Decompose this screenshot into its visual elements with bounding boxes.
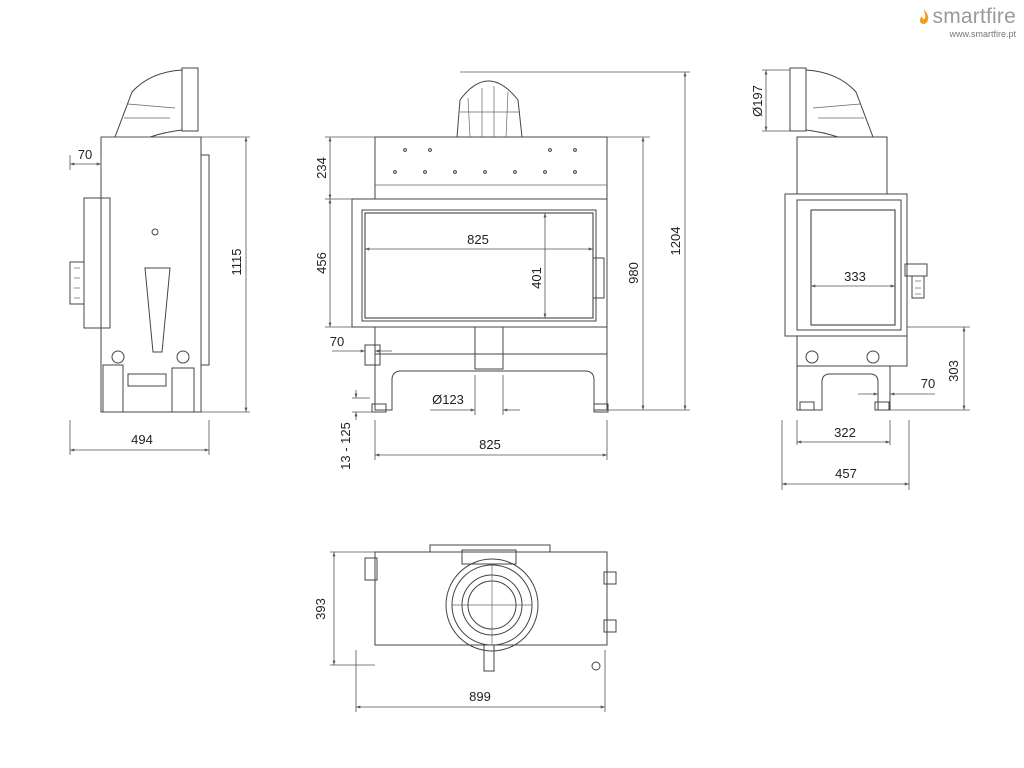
dim-front-leg-adjust: 13 - 125 [338, 422, 353, 470]
side-view-right: Ø197 333 303 70 322 457 [750, 67, 970, 490]
dim-right-flue: Ø197 [750, 85, 765, 117]
dim-top-width: 899 [469, 689, 491, 704]
dim-front-total-height: 1204 [668, 227, 683, 256]
dim-front-glass-height: 401 [529, 267, 544, 289]
side-view-left: 494 1115 70 [69, 67, 250, 455]
brand-logo: smartfire www.smartfire.pt [918, 6, 1016, 39]
flame-icon [919, 9, 928, 24]
dim-right-lower-height: 303 [946, 360, 961, 382]
dim-front-top-section: 234 [314, 157, 329, 179]
brand-name: smartfire [932, 5, 1016, 28]
dim-top-depth: 393 [313, 598, 328, 620]
dim-front-offset: 70 [330, 334, 344, 349]
dim-left-height: 1115 [229, 249, 244, 276]
dim-right-glass-width: 333 [844, 269, 866, 284]
front-view: 234 456 825 401 980 1204 70 Ø123 13 - 12… [314, 71, 690, 470]
dim-front-base-width: 825 [479, 437, 501, 452]
dim-front-air-inlet: Ø123 [432, 392, 464, 407]
dim-front-glass-width: 825 [467, 232, 489, 247]
dim-left-depth: 494 [131, 432, 153, 447]
dim-right-base-depth: 322 [834, 425, 856, 440]
dim-right-offset: 70 [921, 376, 935, 391]
dim-front-door-height: 456 [314, 252, 329, 274]
dim-right-depth: 457 [835, 466, 857, 481]
brand-url: www.smartfire.pt [949, 29, 1016, 39]
top-view: 393 899 [313, 544, 617, 712]
dim-left-offset: 70 [78, 147, 92, 162]
dim-front-body-height: 980 [626, 262, 641, 284]
